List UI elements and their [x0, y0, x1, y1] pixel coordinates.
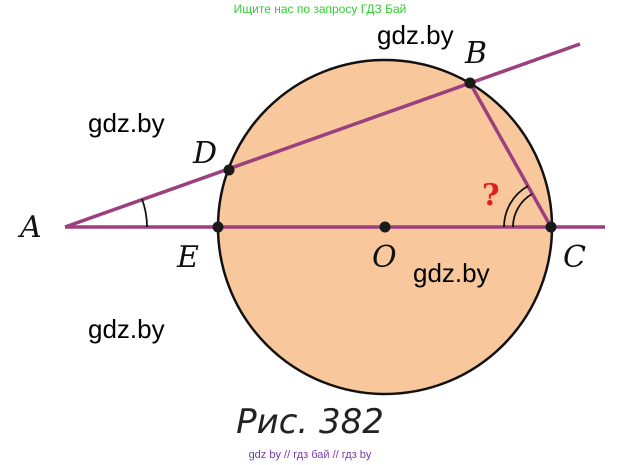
point-c: [545, 221, 557, 233]
point-d: [223, 164, 235, 176]
watermark-center: gdz.by: [413, 258, 490, 288]
angle-arc-c-outer: [503, 185, 529, 228]
line-a-b: [64, 42, 581, 229]
label-o: O: [372, 240, 397, 275]
point-o: [379, 221, 391, 233]
point-b: [464, 77, 476, 89]
label-d: D: [193, 136, 218, 171]
angle-arc-a: [141, 198, 148, 228]
segment-b-c: [468, 82, 553, 228]
watermark-left-bottom: gdz.by: [88, 314, 165, 344]
label-e: E: [177, 240, 199, 275]
watermark-left-top: gdz.by: [88, 108, 165, 138]
watermark-top: gdz.by: [377, 20, 454, 50]
angle-arc-c-inner: [512, 193, 533, 228]
question-mark: ?: [482, 178, 500, 213]
label-c: C: [563, 240, 586, 275]
label-b: B: [465, 36, 488, 71]
header-note: Ищите нас по запросу ГДЗ Бай: [233, 2, 407, 16]
point-e: [212, 221, 224, 233]
label-a: A: [20, 210, 42, 245]
footer-note: gdz by // гдз бай // гдз by: [248, 449, 372, 461]
figure-caption: Рис. 382: [236, 402, 384, 442]
